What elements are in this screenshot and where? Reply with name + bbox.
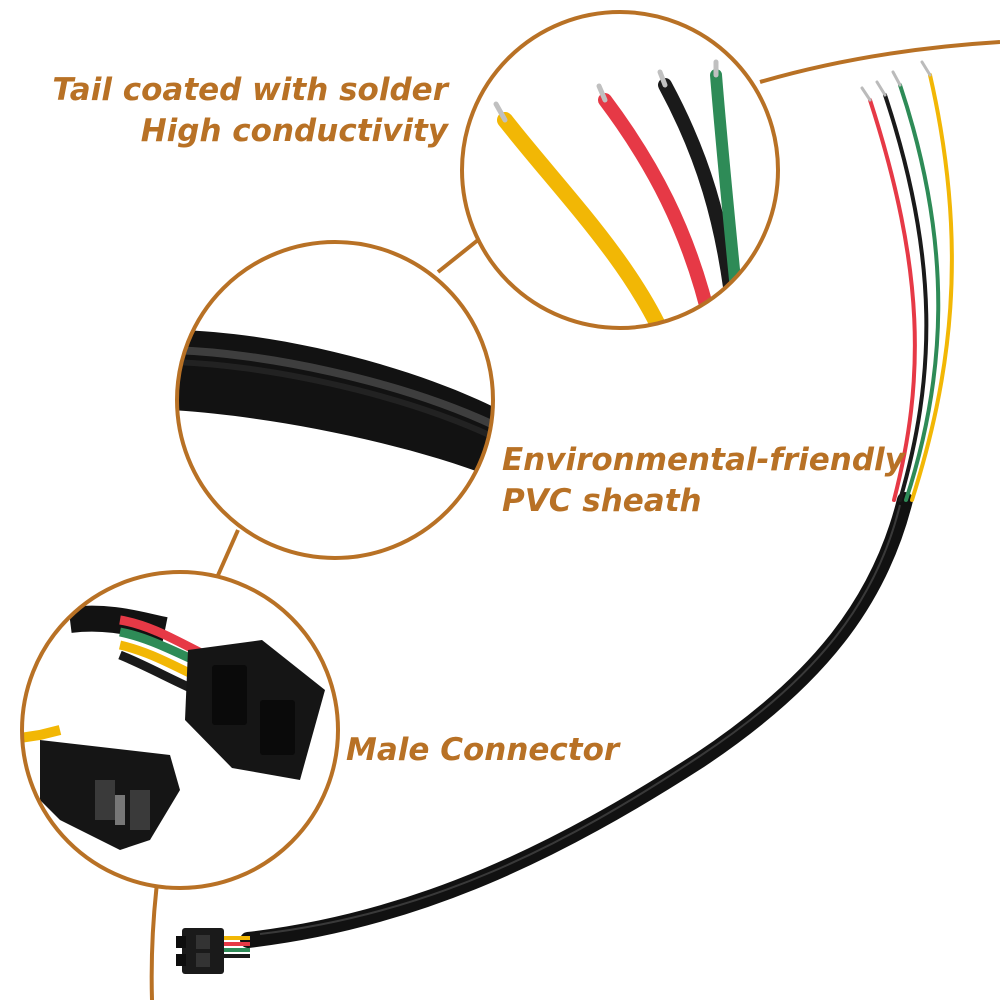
connector-line (213, 529, 240, 583)
accent-arc (759, 40, 1000, 84)
cable-wires (868, 73, 954, 502)
caption-pvc-line2: PVC sheath (502, 483, 702, 519)
detail-circle-wire-tails (460, 10, 780, 330)
caption-tail-line1: Tail coated with solder (52, 72, 448, 108)
cable-highlight (259, 504, 901, 935)
caption-connector-line1: Male Connector (346, 732, 620, 768)
male-connector-plug (176, 928, 224, 974)
detail-circle-male-connector (20, 570, 340, 890)
caption-tail-solder: Tail coated with solder High conductivit… (52, 70, 448, 152)
caption-male-connector: Male Connector (346, 730, 619, 771)
connector-line (436, 238, 480, 274)
detail-circle-pvc-sheath (175, 240, 495, 560)
cable-sheath (240, 492, 913, 948)
caption-pvc-line1: Environmental-friendly (502, 442, 905, 478)
caption-pvc-sheath: Environmental-friendly PVC sheath (502, 440, 905, 522)
wire-tips (860, 60, 932, 102)
caption-tail-line2: High conductivity (140, 113, 448, 149)
